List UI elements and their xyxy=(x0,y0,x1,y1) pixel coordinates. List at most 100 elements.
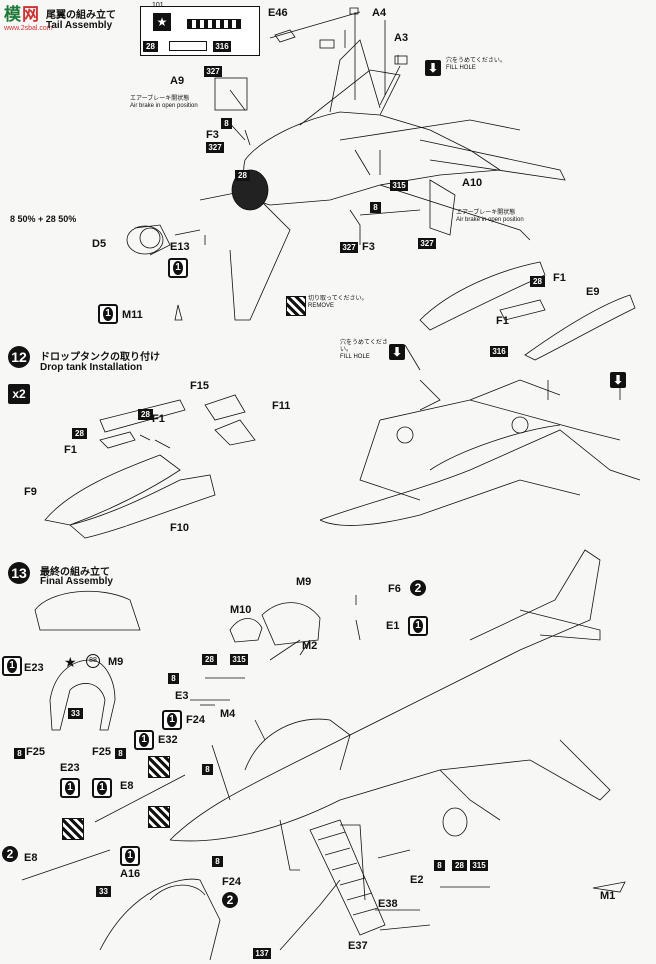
paint-badge: 8 xyxy=(202,764,213,775)
paint-badge: 316 xyxy=(490,346,508,357)
paint-badge: 315 xyxy=(230,654,248,665)
step-12-number: 12 xyxy=(8,346,30,368)
paint-badge: 28 xyxy=(143,41,158,52)
part-label: F6 xyxy=(388,583,401,595)
paint-badge: 28 xyxy=(530,276,545,287)
paint-badge: 28 xyxy=(235,170,250,181)
part-label: E23 xyxy=(60,762,80,774)
step-13-title-jp: 最終の組み立て xyxy=(40,567,110,578)
decal-star-icon: ★ xyxy=(153,13,171,31)
part-label: E1 xyxy=(386,620,400,632)
part-label: E3 xyxy=(175,690,189,702)
paint-badge: 327 xyxy=(204,66,222,77)
part-label: F3 xyxy=(362,241,375,253)
paint-mix-note: 8 50% + 28 50% xyxy=(10,214,77,224)
part-label: M9 xyxy=(108,656,124,668)
paint-badge: 315 xyxy=(390,180,408,191)
step-12-title-jp: ドロップタンクの取り付け xyxy=(40,352,160,363)
part-label: M11 xyxy=(122,309,143,321)
paint-badge: 8 xyxy=(115,748,126,759)
remove-icon xyxy=(286,296,306,316)
part-label: M10 xyxy=(230,604,252,616)
decal-number: 88 xyxy=(86,654,100,668)
qty-one-icon: 1 xyxy=(2,656,22,676)
tail-title-jp: 尾翼の組み立て xyxy=(46,10,116,21)
decal-number: 101 xyxy=(152,2,164,9)
qty-one-icon: 1 xyxy=(168,258,188,278)
svg-text:网: 网 xyxy=(22,5,39,24)
part-label: E9 xyxy=(586,286,600,298)
qty-one-icon: 1 xyxy=(98,304,118,324)
decal-stripe-icon xyxy=(187,19,241,29)
fill-hole-icon: ⬇ xyxy=(610,372,626,388)
qty-one-icon: 1 xyxy=(92,778,112,798)
part-label: E37 xyxy=(348,940,368,952)
paint-badge: 327 xyxy=(206,142,224,153)
tail-title-en: Tail Assembly xyxy=(46,20,113,31)
paint-badge: 316 xyxy=(213,41,231,52)
paint-badge: 28 xyxy=(202,654,217,665)
paint-badge: 33 xyxy=(96,886,111,897)
part-label: E32 xyxy=(158,734,178,746)
part-label: F9 xyxy=(24,486,37,498)
part-label: E8 xyxy=(120,780,134,792)
part-label: F24 xyxy=(222,876,241,888)
paint-badge: 327 xyxy=(340,242,358,253)
paint-badge: 28 xyxy=(72,428,87,439)
paint-badge: 8 xyxy=(212,856,223,867)
part-label: A10 xyxy=(462,177,483,189)
step-13-title-en: Final Assembly xyxy=(40,576,113,587)
part-label: M9 xyxy=(296,576,312,588)
qty-one-icon: 1 xyxy=(120,846,140,866)
qty-two-icon: 2 xyxy=(2,846,18,862)
part-label: F25 xyxy=(26,746,45,758)
paint-badge: 8 xyxy=(434,860,445,871)
part-label: F1 xyxy=(64,444,77,456)
part-label: A3 xyxy=(394,32,409,44)
part-label: A9 xyxy=(170,75,185,87)
part-label: F1 xyxy=(553,272,566,284)
qty-one-icon: 1 xyxy=(60,778,80,798)
part-label: A4 xyxy=(372,7,387,19)
remove-icon xyxy=(148,756,170,778)
part-label: F10 xyxy=(170,522,189,534)
part-label: F1 xyxy=(152,413,165,425)
fill-hole-note-2: 穴をうめてください。FILL HOLE xyxy=(340,340,388,360)
part-label: E38 xyxy=(378,898,398,910)
part-label: D5 xyxy=(92,238,107,250)
paint-badge: 8 xyxy=(14,748,25,759)
paint-badge: 33 xyxy=(68,708,83,719)
paint-badge: 327 xyxy=(418,238,436,249)
part-label: E23 xyxy=(24,662,44,674)
svg-text:www.2sbal.com: www.2sbal.com xyxy=(3,25,53,32)
paint-badge: 28 xyxy=(452,860,467,871)
step-12-title-en: Drop tank Installation xyxy=(40,362,143,373)
part-rod-icon xyxy=(169,41,207,51)
part-label: M4 xyxy=(220,708,236,720)
part-label: E13 xyxy=(170,241,190,253)
part-label: E46 xyxy=(268,7,288,19)
watermark-logo: 模 网 www.2sbal.com xyxy=(3,4,53,32)
qty-one-icon: 1 xyxy=(408,616,428,636)
part-label: F15 xyxy=(190,380,209,392)
part-label: F11 xyxy=(272,400,291,412)
part-label: E8 xyxy=(24,852,38,864)
part-label: A16 xyxy=(120,868,141,880)
fill-hole-note: 穴をうめてください。FILL HOLE xyxy=(446,58,506,71)
paint-badge: 137 xyxy=(253,948,271,959)
step-13-number: 13 xyxy=(8,562,30,584)
remove-note: 切り取ってください。REMOVE xyxy=(308,296,368,309)
decal-box: ★ 28 316 xyxy=(140,6,260,56)
remove-icon xyxy=(148,806,170,828)
qty-one-icon: 1 xyxy=(162,710,182,730)
part-label: M1 xyxy=(600,890,616,902)
part-label: F3 xyxy=(206,129,219,141)
paint-badge: 315 xyxy=(470,860,488,871)
qty-two-icon: 2 xyxy=(222,892,238,908)
part-label: E2 xyxy=(410,874,424,886)
fill-hole-icon: ⬇ xyxy=(425,60,441,76)
